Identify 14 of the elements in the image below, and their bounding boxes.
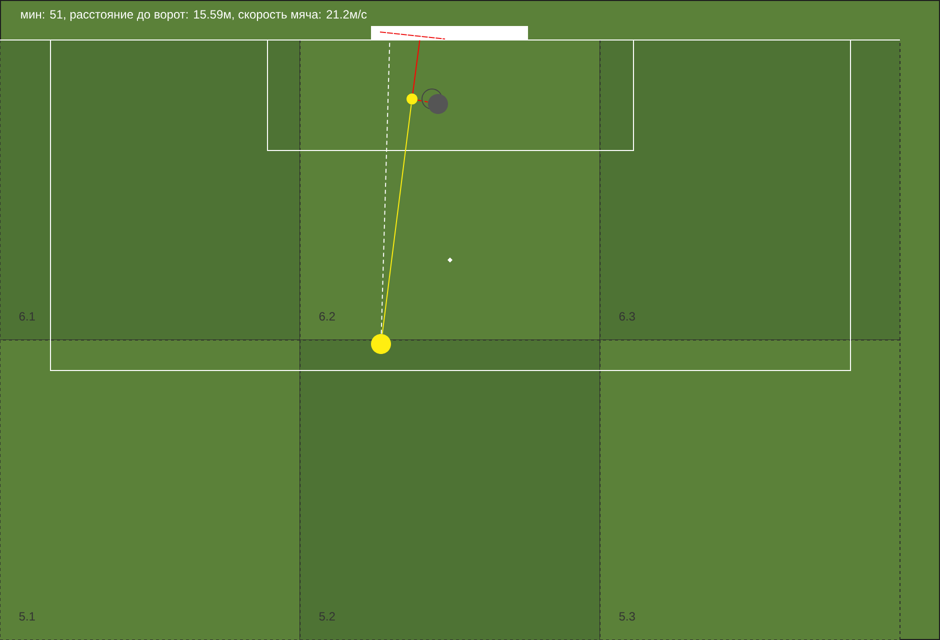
goal [371, 26, 528, 40]
zone: 6.3 [600, 40, 900, 340]
ball [371, 334, 391, 354]
zone: 5.3 [600, 340, 900, 640]
trajectory-line [382, 104, 412, 334]
player-marker [428, 94, 448, 114]
status-text: мин: 51, расстояние до ворот: 15.59м, скорость мяча: 21.2м/с [21, 10, 367, 21]
zone: 5.2 [300, 340, 600, 640]
trajectory-line [412, 40, 420, 94]
zone: 6.2 [300, 40, 600, 340]
zone: 6.1 [0, 40, 300, 340]
dashed-line [417, 100, 428, 103]
zone: 5.1 [0, 340, 300, 640]
ball [406, 94, 418, 104]
